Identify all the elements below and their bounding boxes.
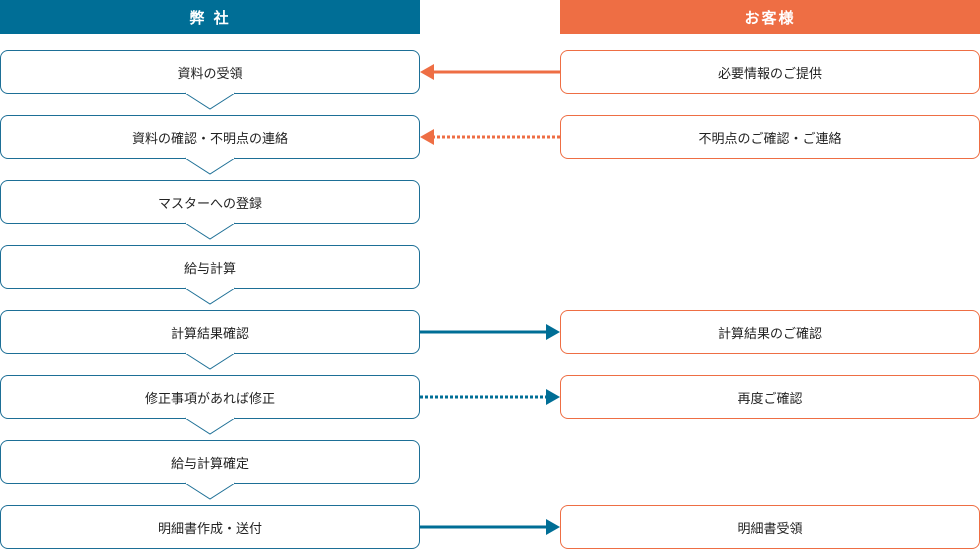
company-step: 給与計算確定 (0, 440, 420, 484)
customer-step: 不明点のご確認・ご連絡 (560, 115, 980, 159)
step-connector-notch (184, 157, 236, 175)
step-connector-notch (184, 222, 236, 240)
customer-step: 明細書受領 (560, 505, 980, 549)
arrow-to-customer-solid (420, 519, 560, 535)
company-step: 給与計算 (0, 245, 420, 289)
company-step: 修正事項があれば修正 (0, 375, 420, 419)
step-connector-notch (184, 482, 236, 500)
arrow-to-company-solid (420, 64, 560, 80)
step-connector-notch (184, 287, 236, 305)
customer-step: 再度ご確認 (560, 375, 980, 419)
arrow-to-customer-solid (420, 324, 560, 340)
step-connector-notch (184, 92, 236, 110)
company-step: 資料の確認・不明点の連絡 (0, 115, 420, 159)
company-step: マスターへの登録 (0, 180, 420, 224)
step-connector-notch (184, 352, 236, 370)
arrow-to-customer-dotted (420, 389, 560, 405)
customer-step: 必要情報のご提供 (560, 50, 980, 94)
arrow-to-company-dotted (420, 129, 560, 145)
step-connector-notch (184, 417, 236, 435)
customer-step: 計算結果のご確認 (560, 310, 980, 354)
company-header: 弊 社 (0, 0, 420, 34)
company-step: 資料の受領 (0, 50, 420, 94)
company-step: 明細書作成・送付 (0, 505, 420, 549)
customer-header: お客様 (560, 0, 980, 34)
company-step: 計算結果確認 (0, 310, 420, 354)
